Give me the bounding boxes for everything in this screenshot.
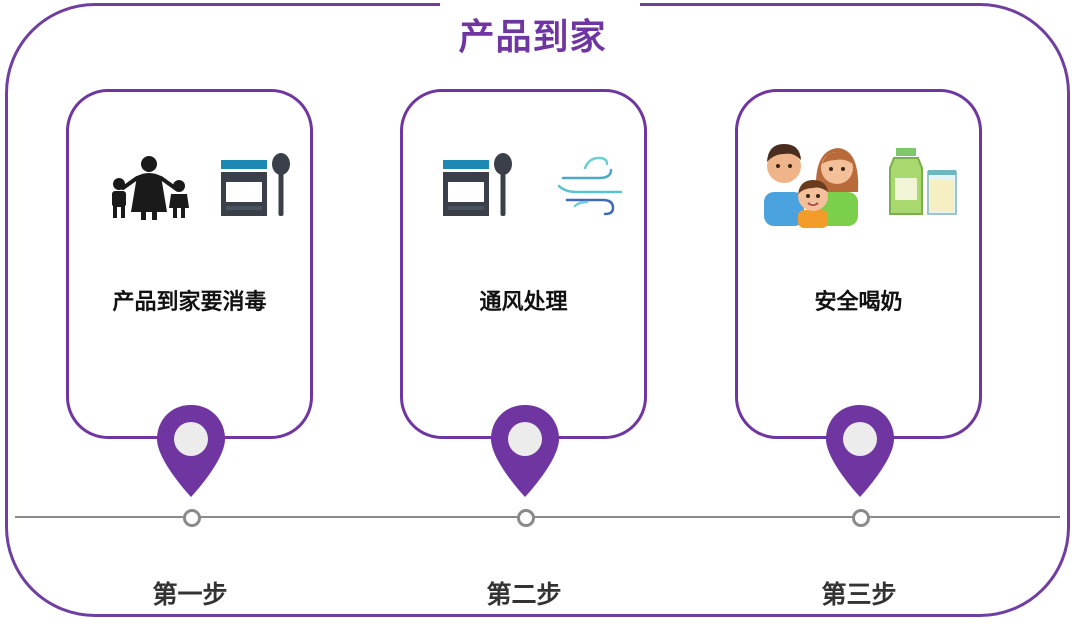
milk-powder-can-icon <box>443 153 512 216</box>
timeline-node-2 <box>517 509 535 527</box>
title-frame-gap <box>440 0 640 14</box>
family-icon <box>112 156 189 220</box>
step-card-1: 产品到家要消毒 <box>66 89 313 439</box>
step-label-2: 第二步 <box>486 580 562 609</box>
milk-powder-can-icon <box>221 153 290 216</box>
wind-icon <box>557 156 623 216</box>
step-label-3: 第三步 <box>821 580 897 609</box>
timeline-node-1 <box>183 509 201 527</box>
step-card-2: 通风处理 <box>400 89 647 439</box>
location-pin-icon <box>157 405 225 497</box>
location-pin-icon <box>491 405 559 497</box>
page-title: 产品到家 <box>458 17 607 58</box>
step-card-3: 安全喝奶 <box>735 89 982 439</box>
card-label-2: 通风处理 <box>479 290 568 315</box>
card-label-1: 产品到家要消毒 <box>112 290 267 315</box>
card-label-3: 安全喝奶 <box>814 290 903 315</box>
family-faces-icon <box>764 144 859 228</box>
milk-bottle-icon <box>889 148 957 215</box>
location-pin-icon <box>826 405 894 497</box>
timeline-line <box>15 516 1060 518</box>
step-label-1: 第一步 <box>152 580 228 609</box>
timeline-node-3 <box>852 509 870 527</box>
